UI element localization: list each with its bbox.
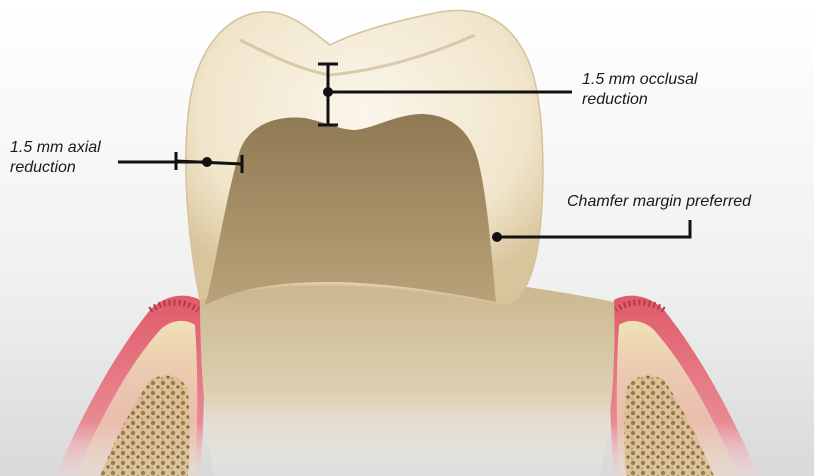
prepared-tooth — [205, 114, 496, 305]
chamfer-margin-label-text: Chamfer margin preferred — [567, 192, 751, 212]
axial-reduction-label: 1.5 mm axial reduction — [10, 138, 101, 178]
axial-reduction-dot — [202, 157, 212, 167]
occlusal-reduction-label-line1: 1.5 mm occlusal — [582, 70, 698, 90]
occlusal-reduction-label-line2: reduction — [582, 90, 698, 110]
chamfer-margin-dot — [492, 232, 502, 242]
chamfer-margin-label: Chamfer margin preferred — [567, 192, 751, 212]
occlusal-reduction-label: 1.5 mm occlusal reduction — [582, 70, 698, 110]
axial-reduction-label-line2: reduction — [10, 158, 101, 178]
tooth-root — [200, 272, 614, 476]
axial-reduction-label-line1: 1.5 mm axial — [10, 138, 101, 158]
occlusal-reduction-dot — [323, 87, 333, 97]
